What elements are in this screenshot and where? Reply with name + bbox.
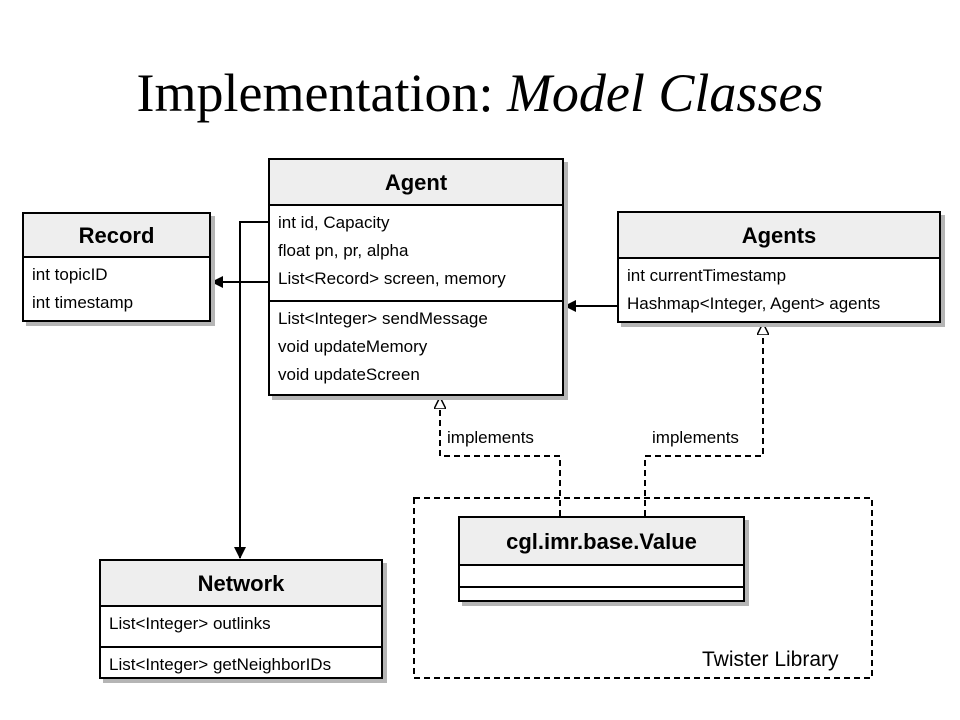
method: void updateScreen xyxy=(278,365,420,384)
class-agents: Agents int currentTimestamp Hashmap<Inte… xyxy=(617,211,941,323)
class-network-attributes: List<Integer> outlinks xyxy=(101,607,381,646)
class-record: Record int topicID int timestamp xyxy=(22,212,211,322)
class-value-name: cgl.imr.base.Value xyxy=(460,518,743,566)
class-record-name: Record xyxy=(24,214,209,258)
title-main: Implementation: xyxy=(136,63,507,123)
class-network: Network List<Integer> outlinks List<Inte… xyxy=(99,559,383,679)
attribute: List<Integer> outlinks xyxy=(109,614,271,633)
attribute: int currentTimestamp xyxy=(627,266,787,285)
attribute: int timestamp xyxy=(32,293,134,312)
attribute: int id, Capacity xyxy=(278,213,390,232)
attribute: List<Record> screen, memory xyxy=(278,269,506,288)
method: void updateMemory xyxy=(278,337,428,356)
class-agents-attributes: int currentTimestamp Hashmap<Integer, Ag… xyxy=(619,259,939,318)
attribute: Hashmap<Integer, Agent> agents xyxy=(627,294,881,313)
class-network-name: Network xyxy=(101,561,381,607)
page-title: Implementation: Model Classes xyxy=(0,58,960,128)
attribute: float pn, pr, alpha xyxy=(278,241,409,260)
method: List<Integer> sendMessage xyxy=(278,309,488,328)
agent-to-network-arrow xyxy=(234,221,268,559)
title-italic: Model Classes xyxy=(506,63,824,123)
class-network-methods: List<Integer> getNeighborIDs xyxy=(101,646,381,679)
class-value-methods xyxy=(460,586,743,600)
class-agent: Agent int id, Capacity float pn, pr, alp… xyxy=(268,158,564,396)
class-agent-methods: List<Integer> sendMessage void updateMem… xyxy=(270,300,562,389)
class-agent-attributes: int id, Capacity float pn, pr, alpha Lis… xyxy=(270,206,562,300)
twister-library-package xyxy=(413,497,873,679)
value-implements-agent xyxy=(440,398,561,516)
class-agent-name: Agent xyxy=(270,160,562,206)
class-value: cgl.imr.base.Value xyxy=(458,516,745,602)
method: List<Integer> getNeighborIDs xyxy=(109,655,332,674)
class-record-attributes: int topicID int timestamp xyxy=(24,258,209,317)
package-label: Twister Library xyxy=(702,648,839,671)
class-agents-name: Agents xyxy=(619,213,939,259)
attribute: int topicID xyxy=(32,265,108,284)
class-value-attributes xyxy=(460,566,743,586)
implements-label-right: implements xyxy=(652,428,739,448)
value-implements-agents xyxy=(644,324,763,516)
implements-label-left: implements xyxy=(447,428,534,448)
